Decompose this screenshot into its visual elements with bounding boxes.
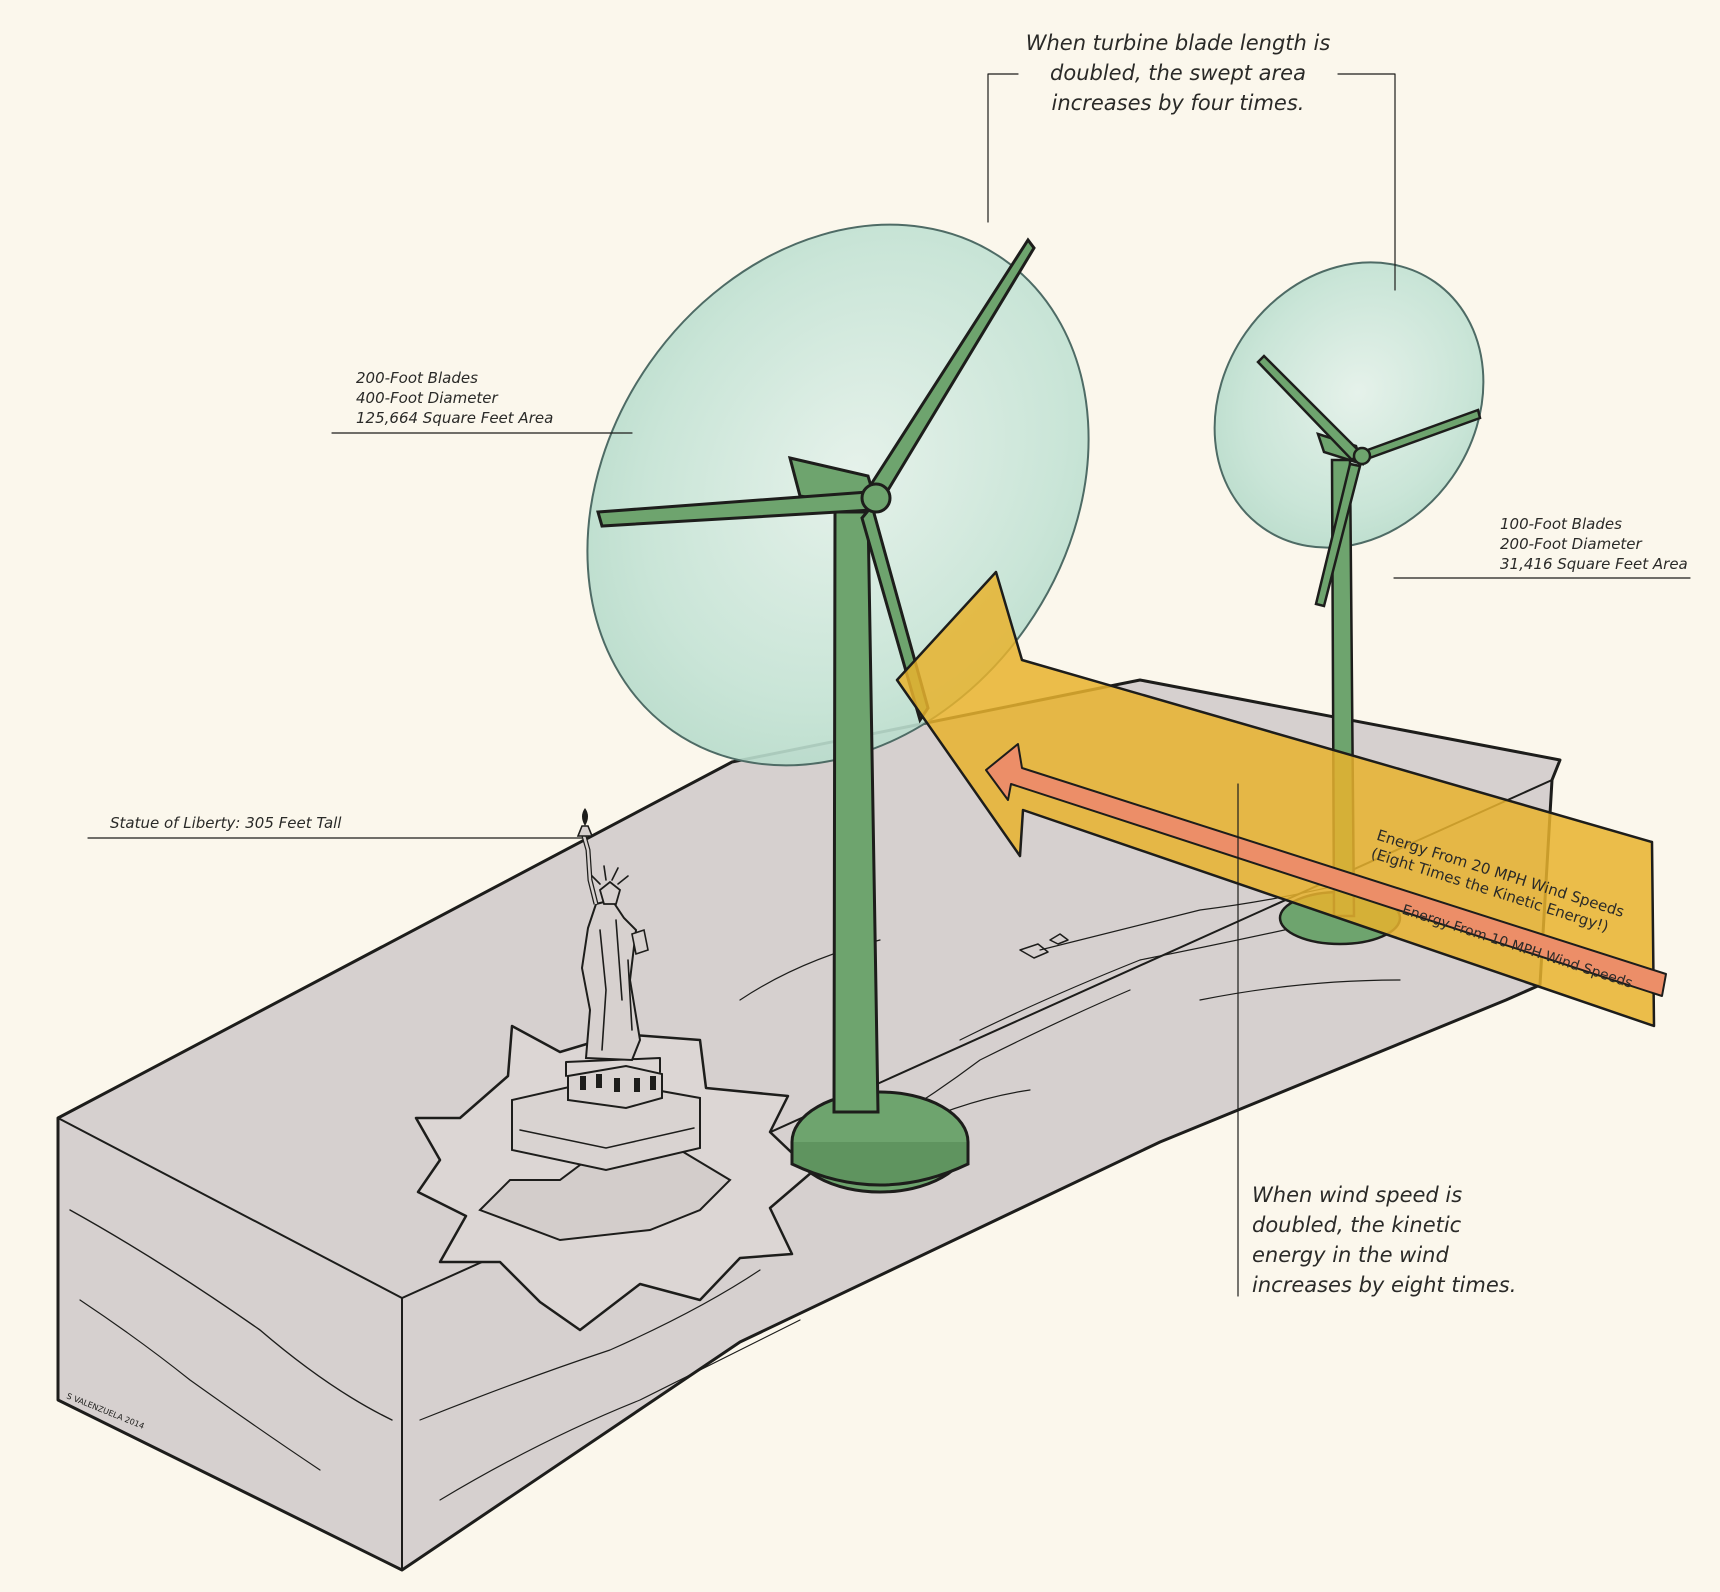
leader-lines (87, 73, 1691, 1297)
wind-speed-callout: When wind speed is doubled, the kinetic … (1252, 1180, 1516, 1300)
large-turbine-area: 125,664 Square Feet Area (356, 409, 554, 427)
large-turbine-specs: 200-Foot Blades 400-Foot Diameter 125,66… (356, 368, 553, 428)
small-turbine-blades: 100-Foot Blades (1500, 515, 1622, 533)
statue-of-liberty-icon (414, 808, 814, 1332)
small-turbine-diameter: 200-Foot Diameter (1500, 535, 1642, 553)
large-turbine-diameter: 400-Foot Diameter (356, 389, 498, 407)
arrow-left-icon (895, 570, 1667, 1028)
blade-callout-line: doubled, the swept area (1050, 61, 1306, 85)
wind-callout-line: doubled, the kinetic (1252, 1213, 1462, 1237)
small-turbine-specs: 100-Foot Blades 200-Foot Diameter 31,416… (1500, 514, 1688, 574)
wind-callout-line: When wind speed is (1252, 1183, 1463, 1207)
large-turbine-blades: 200-Foot Blades (356, 369, 478, 387)
blade-length-callout: When turbine blade length is doubled, th… (1022, 28, 1334, 118)
blade-callout-line: increases by four times. (1051, 91, 1305, 115)
small-turbine-area: 31,416 Square Feet Area (1500, 555, 1688, 573)
wind-callout-line: energy in the wind (1252, 1243, 1449, 1267)
blade-callout-line: When turbine blade length is (1025, 31, 1331, 55)
statue-label: Statue of Liberty: 305 Feet Tall (110, 814, 342, 832)
wind-callout-line: increases by eight times. (1252, 1273, 1517, 1297)
